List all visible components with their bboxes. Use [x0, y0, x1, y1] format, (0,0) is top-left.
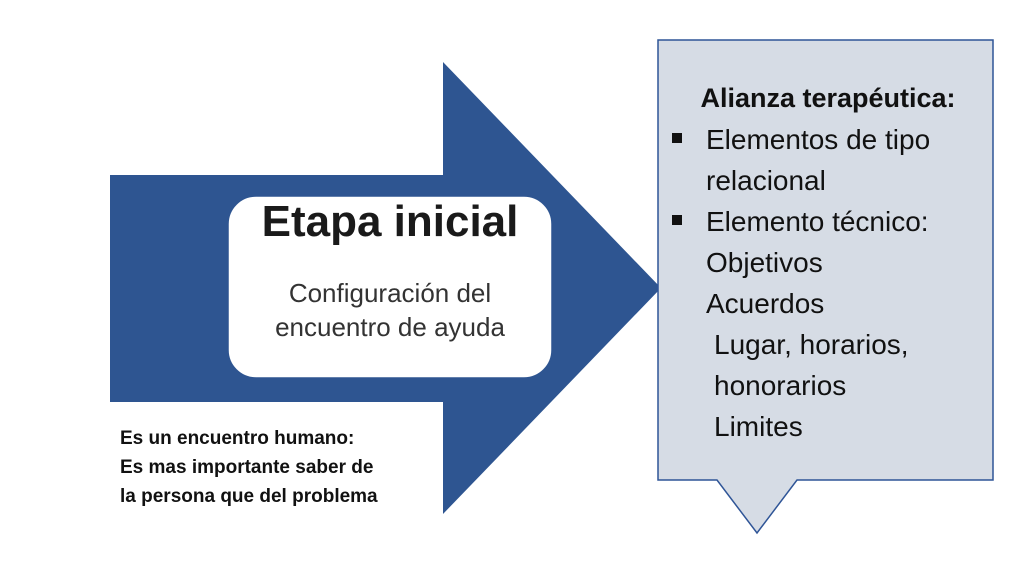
indented-item: Lugar, horarios, — [714, 329, 909, 360]
callout-box-shape — [657, 39, 994, 535]
callout-heading: Alianza terapéutica: — [700, 83, 956, 113]
callout-content: Alianza terapéutica: Elementos de tipo r… — [664, 78, 986, 447]
bullet-text: Elemento técnico: — [706, 206, 929, 237]
bullet-text: Elementos de tipo relacional — [706, 124, 931, 196]
bottom-note: Es un encuentro humano: Es mas important… — [120, 424, 440, 511]
bullet-item: Elemento técnico: — [664, 201, 986, 242]
note-line: Es un encuentro humano: — [120, 428, 355, 449]
bullet-item: Elementos de tipo relacional — [664, 119, 986, 201]
center-label-box: Etapa inicial Configuración del encuentr… — [228, 196, 552, 378]
sub-item: Acuerdos — [706, 288, 825, 319]
center-title: Etapa inicial — [261, 197, 519, 246]
note-line: la persona que del problema — [120, 486, 378, 507]
square-bullet-icon — [672, 215, 682, 225]
center-subtitle: Configuración del encuentro de ayuda — [275, 278, 505, 342]
sub-item: Objetivos — [706, 247, 823, 278]
center-rounded-box — [227, 195, 553, 379]
indented-item: honorarios — [714, 370, 847, 401]
note-line: Es mas importante saber de — [120, 457, 374, 478]
square-bullet-icon — [672, 133, 682, 143]
indented-item: Limites — [714, 411, 803, 442]
